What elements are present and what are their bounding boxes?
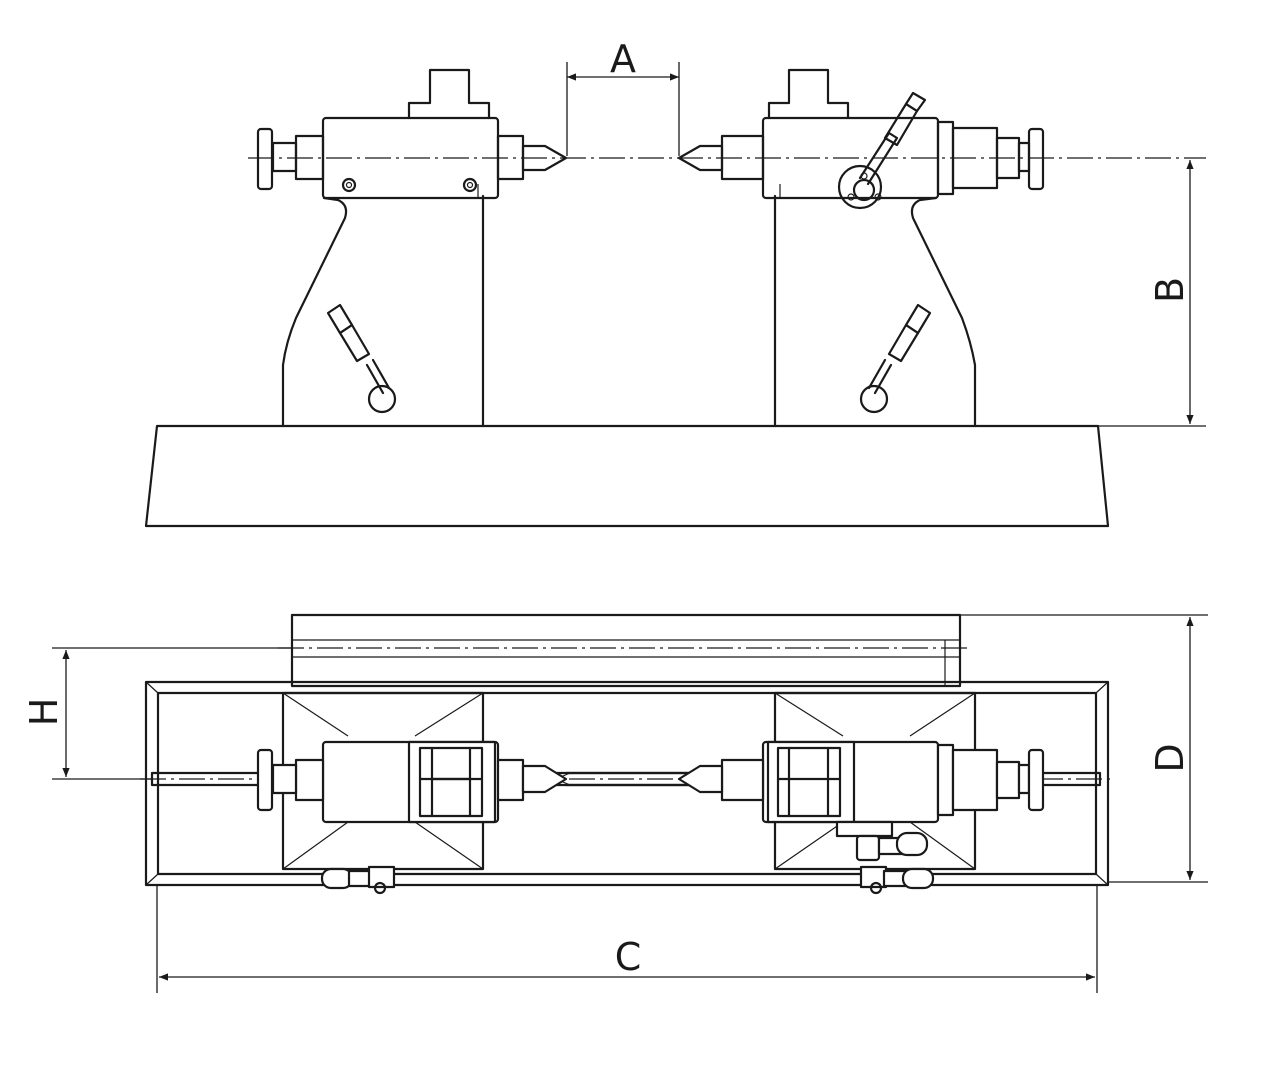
right-mid-lever: [835, 820, 929, 862]
left-bottom-lever: [320, 865, 396, 895]
left-clamp-lever: [326, 303, 397, 414]
right-carriage: [677, 691, 1045, 895]
dimension-c-label: C: [615, 935, 642, 979]
guide-rail: [278, 613, 1208, 688]
left-top-block: [407, 68, 491, 120]
left-stand: [281, 194, 485, 428]
dimension-c: C: [156, 885, 1098, 993]
dimension-d: D: [1108, 617, 1208, 883]
top-view: H D C: [22, 613, 1208, 993]
bed-top: [144, 680, 1110, 887]
right-clamp-lever: [859, 303, 932, 414]
dimension-b-label: B: [1148, 277, 1192, 303]
right-bottom-lever: [859, 865, 935, 895]
base-bed: [144, 424, 1110, 528]
left-carriage: [256, 691, 568, 895]
dimension-b: B: [1098, 160, 1206, 427]
dimension-d-label: D: [1148, 743, 1192, 772]
dimension-a: A: [566, 37, 680, 156]
dimension-h-label: H: [22, 698, 66, 727]
dimension-a-label: A: [610, 37, 636, 81]
dimension-h: H: [22, 647, 292, 780]
screw: [462, 177, 478, 193]
screw: [341, 177, 357, 193]
front-view: A B: [144, 37, 1206, 528]
right-tailstock: [677, 68, 1045, 428]
left-tailstock: [256, 68, 568, 428]
right-stand: [773, 194, 977, 428]
right-hand-lever: [837, 91, 927, 210]
